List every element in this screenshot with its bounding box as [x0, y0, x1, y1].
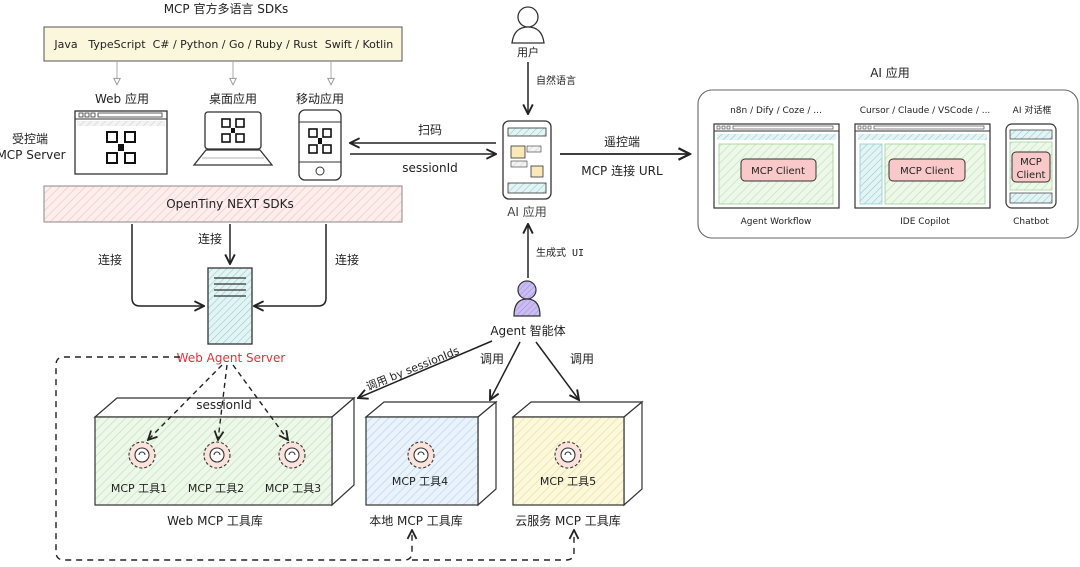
session-arrow-tool3 [232, 364, 288, 440]
connect-label-left: 连接 [98, 252, 122, 267]
desktop-app-label: 桌面应用 [209, 91, 257, 106]
call-by-session-label: 调用 by sessionIds [364, 344, 461, 393]
web-app-qr-icon [106, 131, 136, 165]
gear-icon [278, 441, 306, 469]
session-arrow-tool2 [218, 364, 228, 440]
gear-icon [407, 441, 435, 469]
connect-arrow-left [131, 224, 204, 306]
mcp-tool-1-label: MCP 工具1 [111, 482, 167, 495]
opentiny-sdk-box [43, 185, 403, 223]
mcp-tool-3-label: MCP 工具3 [265, 482, 321, 495]
scan-label: 扫码 [418, 123, 442, 137]
chatbot-client-label-2: Client [1017, 170, 1046, 181]
natural-language-label: 自然语言 [536, 74, 576, 87]
user-label: 用户 [517, 45, 539, 59]
opentiny-sdk-label: OpenTiny NEXT SDKs [166, 197, 294, 211]
gen-ui-label: 生成式 UI [536, 246, 584, 259]
call-cloud-arrow [535, 341, 579, 400]
ide-tools-label: Cursor / Claude / VSCode / ... [860, 106, 991, 116]
web-mcp-library-label: Web MCP 工具库 [167, 513, 263, 528]
local-mcp-library-label: 本地 MCP 工具库 [369, 513, 463, 528]
connect-label-right: 连接 [335, 252, 359, 267]
gear-icon [128, 441, 156, 469]
sdk-box [43, 26, 403, 62]
chatbot-client-label-1: MCP [1020, 157, 1042, 168]
call-cloud-label: 调用 [570, 352, 594, 366]
sdk-title: MCP 官方多语言 SDKs [164, 1, 289, 16]
agent-icon [513, 280, 541, 317]
mobile-app-qr-icon [308, 128, 332, 155]
server-icon [207, 267, 253, 345]
sdk-lang-typescript: TypeScript [87, 38, 146, 51]
call-by-session-arrow [358, 340, 493, 398]
mcp-connect-url-label: MCP 连接 URL [581, 163, 663, 178]
chatbot-label: Chatbot [1013, 217, 1049, 227]
mcp-tool-4-label: MCP 工具4 [392, 475, 448, 488]
gear-icon [203, 441, 231, 469]
workflow-tools-label: n8n / Dify / Coze / ... [730, 106, 822, 116]
sdk-lang-java: Java [53, 38, 77, 51]
user-icon [511, 6, 545, 44]
remote-label: 遥控端 [604, 135, 640, 149]
ai-app-phone-icon [502, 120, 552, 200]
mcp-tool-5-label: MCP 工具5 [540, 475, 596, 488]
controlled-end-server-label: MCP Server [0, 148, 66, 162]
workflow-client-label: MCP Client [751, 166, 805, 177]
cloud-mcp-library-label: 云服务 MCP 工具库 [515, 513, 621, 528]
dashed-loop-connector-2 [412, 530, 574, 561]
session-label: sessionId [402, 161, 458, 175]
workflow-browser [713, 123, 840, 209]
sdk-lang-swift-kotlin: Swift / Kotlin [325, 38, 394, 51]
ide-browser [854, 123, 991, 209]
ai-apps-panel-title: AI 应用 [870, 65, 910, 80]
connect-arrow-right [254, 224, 327, 306]
chat-dialog-label: AI 对话框 [1013, 104, 1052, 116]
call-local-arrow [490, 341, 521, 400]
agent-workflow-label: Agent Workflow [741, 217, 812, 227]
session-id-label: sessionId [196, 398, 252, 412]
ide-copilot-label: IDE Copilot [900, 217, 950, 227]
chatbot-phone [1005, 123, 1057, 209]
call-local-label: 调用 [480, 352, 504, 366]
ai-app-label: AI 应用 [507, 204, 547, 219]
web-app-label: Web 应用 [95, 91, 149, 106]
agent-label: Agent 智能体 [490, 323, 565, 338]
sdk-lang-multi: C# / Python / Go / Ruby / Rust [153, 38, 319, 51]
controlled-end-label: 受控端 [12, 132, 48, 146]
dashed-loop-connector [55, 356, 412, 561]
mobile-app-label: 移动应用 [296, 91, 344, 106]
connect-label-mid: 连接 [198, 231, 222, 246]
mcp-tool-2-label: MCP 工具2 [188, 482, 244, 495]
gear-icon [554, 441, 582, 469]
desktop-app-qr-icon [221, 118, 245, 143]
web-agent-server-label: Web Agent Server [177, 351, 286, 365]
ide-client-label: MCP Client [900, 166, 954, 177]
local-mcp-library-box [364, 400, 498, 507]
